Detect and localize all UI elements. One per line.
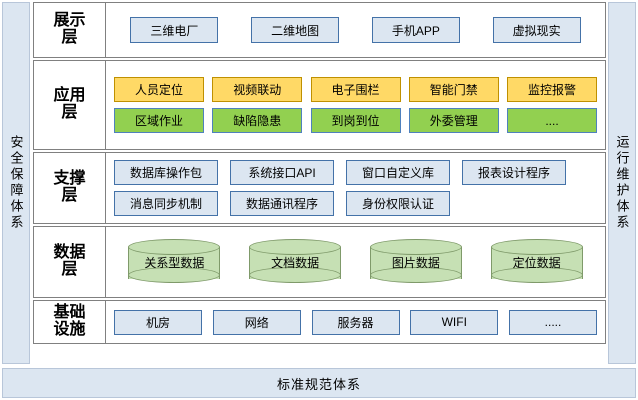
node-outsourcing-management[interactable]: 外委管理 bbox=[408, 108, 499, 133]
node-mobile-app[interactable]: 手机APP bbox=[371, 17, 460, 43]
cylinder-relational-data-label: 关系型数据 bbox=[144, 255, 205, 270]
layer-application-body: 人员定位 视频联动 电子围栏 智能门禁 监控报警 区域作业 缺陷隐患 到岗到位 … bbox=[106, 61, 605, 149]
node-message-sync-mechanism[interactable]: 消息同步机制 bbox=[114, 191, 218, 216]
layer-infrastructure-body: 机房 网络 服务器 WIFI ..... bbox=[106, 301, 605, 343]
node-area-operation[interactable]: 区域作业 bbox=[114, 108, 204, 133]
layer-application-label: 应用层 bbox=[53, 87, 86, 121]
security-assurance-pillar: 安全保障体系 bbox=[2, 2, 30, 364]
layer-application-label-cell: 应用层 bbox=[34, 61, 106, 149]
node-monitoring-alarm[interactable]: 监控报警 bbox=[507, 77, 597, 102]
node-on-duty-in-place[interactable]: 到岗到位 bbox=[310, 108, 401, 133]
cylinder-image-data-label: 图片数据 bbox=[391, 255, 440, 270]
layer-infrastructure-label-cell: 基础设施 bbox=[34, 301, 106, 343]
node-application-more[interactable]: .... bbox=[507, 108, 597, 133]
cylinder-document-data[interactable]: 文档数据 bbox=[249, 239, 342, 285]
node-data-communication-program[interactable]: 数据通讯程序 bbox=[230, 191, 334, 216]
node-infrastructure-more[interactable]: ..... bbox=[509, 309, 597, 335]
node-virtual-reality[interactable]: 虚拟现实 bbox=[492, 17, 581, 43]
node-system-interface-api[interactable]: 系统接口API bbox=[230, 160, 334, 185]
cylinder-bottom-ellipse bbox=[128, 267, 221, 283]
node-video-linkage[interactable]: 视频联动 bbox=[212, 77, 303, 102]
node-network[interactable]: 网络 bbox=[212, 309, 301, 335]
node-database-operation-package[interactable]: 数据库操作包 bbox=[114, 160, 218, 185]
layer-application: 应用层 人员定位 视频联动 电子围栏 智能门禁 监控报警 区域作业 缺陷隐患 到… bbox=[33, 60, 606, 150]
layer-support-label: 支撑层 bbox=[53, 170, 86, 204]
node-2d-map[interactable]: 二维地图 bbox=[251, 17, 340, 43]
node-wifi[interactable]: WIFI bbox=[410, 309, 499, 335]
node-machine-room[interactable]: 机房 bbox=[114, 309, 202, 335]
layer-infrastructure-label: 基础设施 bbox=[53, 304, 86, 338]
cylinder-relational-data[interactable]: 关系型数据 bbox=[128, 239, 221, 285]
layer-data-label: 数据层 bbox=[53, 244, 86, 278]
support-row-2: 消息同步机制 数据通讯程序 身份权限认证 bbox=[114, 191, 597, 216]
operation-maintenance-pillar-label: 运行维护体系 bbox=[614, 135, 630, 231]
presentation-row: 三维电厂 二维地图 手机APP 虚拟现实 bbox=[114, 17, 597, 43]
node-identity-permission-auth[interactable]: 身份权限认证 bbox=[346, 191, 450, 216]
support-row-1: 数据库操作包 系统接口API 窗口自定义库 报表设计程序 bbox=[114, 160, 597, 185]
layer-presentation-label-cell: 展示层 bbox=[34, 3, 106, 57]
node-server[interactable]: 服务器 bbox=[311, 309, 400, 335]
security-assurance-pillar-label: 安全保障体系 bbox=[8, 135, 24, 231]
layer-support-body: 数据库操作包 系统接口API 窗口自定义库 报表设计程序 消息同步机制 数据通讯… bbox=[106, 153, 605, 223]
cylinder-top-ellipse bbox=[490, 239, 583, 255]
cylinder-top-ellipse bbox=[369, 239, 462, 255]
operation-maintenance-pillar: 运行维护体系 bbox=[608, 2, 636, 364]
cylinder-top-ellipse bbox=[128, 239, 221, 255]
cylinder-document-data-label: 文档数据 bbox=[271, 255, 320, 270]
infrastructure-row: 机房 网络 服务器 WIFI ..... bbox=[114, 309, 597, 335]
layer-presentation-body: 三维电厂 二维地图 手机APP 虚拟现实 bbox=[106, 3, 605, 57]
node-smart-access-control[interactable]: 智能门禁 bbox=[408, 77, 499, 102]
node-report-design-program[interactable]: 报表设计程序 bbox=[462, 160, 566, 185]
standards-specification-bar: 标准规范体系 bbox=[2, 368, 636, 398]
data-cylinder-row: 关系型数据 文档数据 图片数据 bbox=[114, 239, 597, 285]
layer-stack: 展示层 三维电厂 二维地图 手机APP 虚拟现实 应用层 人员定位 视频联动 bbox=[33, 2, 606, 364]
layer-presentation: 展示层 三维电厂 二维地图 手机APP 虚拟现实 bbox=[33, 2, 606, 58]
layer-support-label-cell: 支撑层 bbox=[34, 153, 106, 223]
node-window-custom-library[interactable]: 窗口自定义库 bbox=[346, 160, 450, 185]
cylinder-top-ellipse bbox=[249, 239, 342, 255]
application-row-1: 人员定位 视频联动 电子围栏 智能门禁 监控报警 bbox=[114, 77, 597, 102]
application-row-2: 区域作业 缺陷隐患 到岗到位 外委管理 .... bbox=[114, 108, 597, 133]
node-defect-hazard[interactable]: 缺陷隐患 bbox=[212, 108, 303, 133]
node-3d-power-plant[interactable]: 三维电厂 bbox=[130, 17, 219, 43]
layer-presentation-label: 展示层 bbox=[53, 12, 86, 46]
cylinder-bottom-ellipse bbox=[369, 267, 462, 283]
cylinder-bottom-ellipse bbox=[249, 267, 342, 283]
node-personnel-positioning[interactable]: 人员定位 bbox=[114, 77, 204, 102]
cylinder-positioning-data-label: 定位数据 bbox=[512, 255, 561, 270]
layer-data-label-cell: 数据层 bbox=[34, 227, 106, 297]
layer-data: 数据层 关系型数据 文档数据 bbox=[33, 226, 606, 298]
cylinder-image-data[interactable]: 图片数据 bbox=[369, 239, 462, 285]
layer-support: 支撑层 数据库操作包 系统接口API 窗口自定义库 报表设计程序 消息同步机制 … bbox=[33, 152, 606, 224]
layer-infrastructure: 基础设施 机房 网络 服务器 WIFI ..... bbox=[33, 300, 606, 344]
cylinder-positioning-data[interactable]: 定位数据 bbox=[490, 239, 583, 285]
standards-specification-label: 标准规范体系 bbox=[276, 376, 361, 392]
layer-data-body: 关系型数据 文档数据 图片数据 bbox=[106, 227, 605, 297]
node-electronic-fence[interactable]: 电子围栏 bbox=[310, 77, 401, 102]
cylinder-bottom-ellipse bbox=[490, 267, 583, 283]
